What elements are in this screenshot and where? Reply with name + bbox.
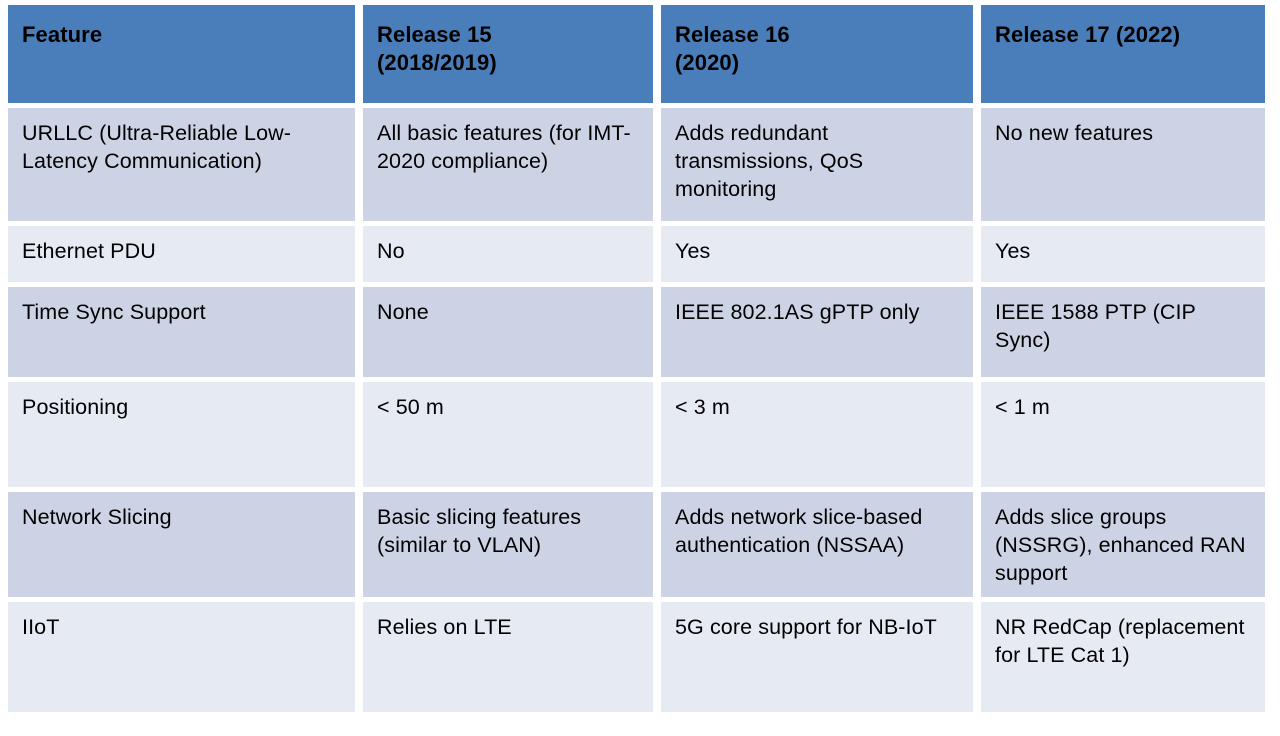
row-divider bbox=[8, 103, 1265, 108]
cell-release-16: Adds redundant transmissions, QoS monito… bbox=[661, 108, 973, 221]
cell-release-17: NR RedCap (replacement for LTE Cat 1) bbox=[981, 602, 1265, 712]
cell-release-15: All basic features (for IMT-2020 complia… bbox=[363, 108, 653, 221]
column-header-release-15-line2: (2018/2019) bbox=[377, 50, 497, 76]
column-header-release-17-line1: Release 17 (2022) bbox=[995, 22, 1181, 47]
column-header-release-16[interactable]: Release 16 (2020) bbox=[661, 5, 973, 103]
column-header-release-16-line2: (2020) bbox=[675, 50, 740, 76]
cell-release-17: Adds slice groups (NSSRG), enhanced RAN … bbox=[981, 492, 1265, 597]
table-row: Network Slicing Basic slicing features (… bbox=[8, 492, 1265, 597]
cell-release-15: No bbox=[363, 226, 653, 282]
cell-feature: IIoT bbox=[8, 602, 355, 712]
row-divider bbox=[8, 221, 1265, 226]
cell-feature: Positioning bbox=[8, 382, 355, 487]
cell-release-17: < 1 m bbox=[981, 382, 1265, 487]
cell-release-15: Relies on LTE bbox=[363, 602, 653, 712]
cell-feature: Ethernet PDU bbox=[8, 226, 355, 282]
cell-release-16: 5G core support for NB-IoT bbox=[661, 602, 973, 712]
column-header-release-17[interactable]: Release 17 (2022) bbox=[981, 5, 1265, 103]
table-row: Time Sync Support None IEEE 802.1AS gPTP… bbox=[8, 287, 1265, 377]
row-divider bbox=[8, 487, 1265, 492]
table-row: Positioning < 50 m < 3 m < 1 m bbox=[8, 382, 1265, 487]
column-header-feature[interactable]: Feature bbox=[8, 5, 355, 103]
row-divider bbox=[8, 377, 1265, 382]
column-header-release-15-line1: Release 15 bbox=[377, 22, 492, 47]
cell-release-17: IEEE 1588 PTP (CIP Sync) bbox=[981, 287, 1265, 377]
cell-release-16: Adds network slice-based authentication … bbox=[661, 492, 973, 597]
row-divider bbox=[8, 282, 1265, 287]
cell-feature: Time Sync Support bbox=[8, 287, 355, 377]
table-row: URLLC (Ultra-Reliable Low-Latency Commun… bbox=[8, 108, 1265, 221]
cell-release-15: < 50 m bbox=[363, 382, 653, 487]
cell-release-17: No new features bbox=[981, 108, 1265, 221]
table-row: Ethernet PDU No Yes Yes bbox=[8, 226, 1265, 282]
cell-release-16: < 3 m bbox=[661, 382, 973, 487]
table-row: IIoT Relies on LTE 5G core support for N… bbox=[8, 602, 1265, 712]
column-header-release-16-line1: Release 16 bbox=[675, 22, 790, 47]
cell-release-15: Basic slicing features (similar to VLAN) bbox=[363, 492, 653, 597]
cell-feature: URLLC (Ultra-Reliable Low-Latency Commun… bbox=[8, 108, 355, 221]
table-header-row: Feature Release 15 (2018/2019) Release 1… bbox=[8, 5, 1265, 103]
column-header-release-15[interactable]: Release 15 (2018/2019) bbox=[363, 5, 653, 103]
release-comparison-table: Feature Release 15 (2018/2019) Release 1… bbox=[8, 5, 1265, 712]
cell-feature: Network Slicing bbox=[8, 492, 355, 597]
cell-release-17: Yes bbox=[981, 226, 1265, 282]
cell-release-16: Yes bbox=[661, 226, 973, 282]
row-divider bbox=[8, 597, 1265, 602]
column-header-feature-line1: Feature bbox=[22, 22, 103, 47]
cell-release-16: IEEE 802.1AS gPTP only bbox=[661, 287, 973, 377]
cell-release-15: None bbox=[363, 287, 653, 377]
